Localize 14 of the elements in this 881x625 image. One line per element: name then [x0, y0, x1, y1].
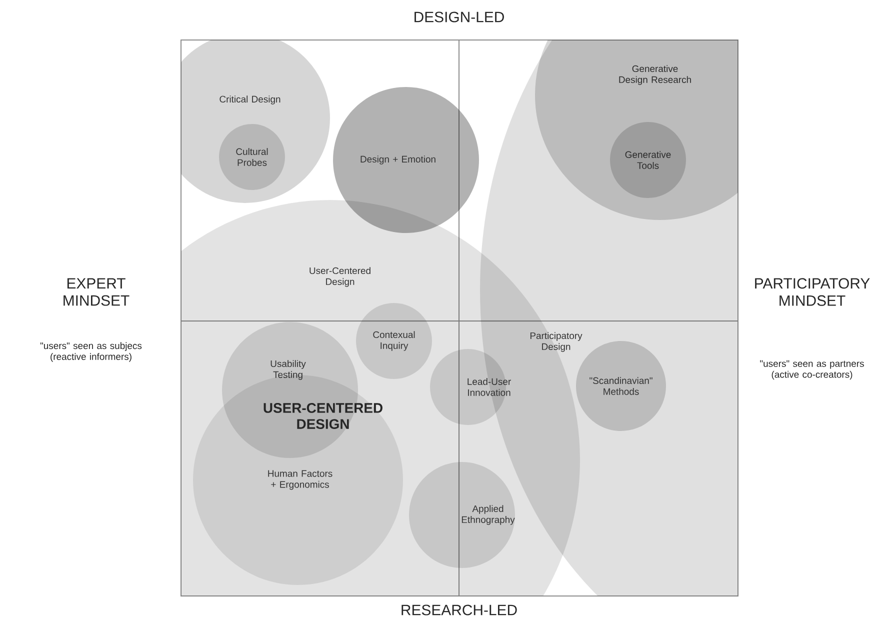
bubble: "Scandinavian" Methods — [576, 341, 666, 431]
axis-label: RESEARCH-LED — [402, 604, 517, 616]
axis-label: PARTICIPATORY MINDSET — [755, 278, 870, 306]
bubble: Design + Emotion — [333, 87, 479, 233]
axis-note: "users" seen as partners (active co-creators) — [760, 360, 864, 380]
axis-note: "users" seen as subjecs (reactive informers) — [40, 342, 142, 362]
axis-label: EXPERT MINDSET — [64, 278, 130, 306]
bubble: Applied Ethnography — [409, 462, 515, 568]
axis-label: DESIGN-LED — [414, 12, 504, 22]
bubble: Lead-User Innovation — [430, 349, 511, 425]
region-label: USER-CENTERED DESIGN — [264, 403, 382, 429]
bubble: Cultural Probes — [219, 124, 285, 190]
bubble: Generative Tools — [610, 122, 686, 198]
bubble: Contexual Inquiry — [356, 303, 432, 379]
